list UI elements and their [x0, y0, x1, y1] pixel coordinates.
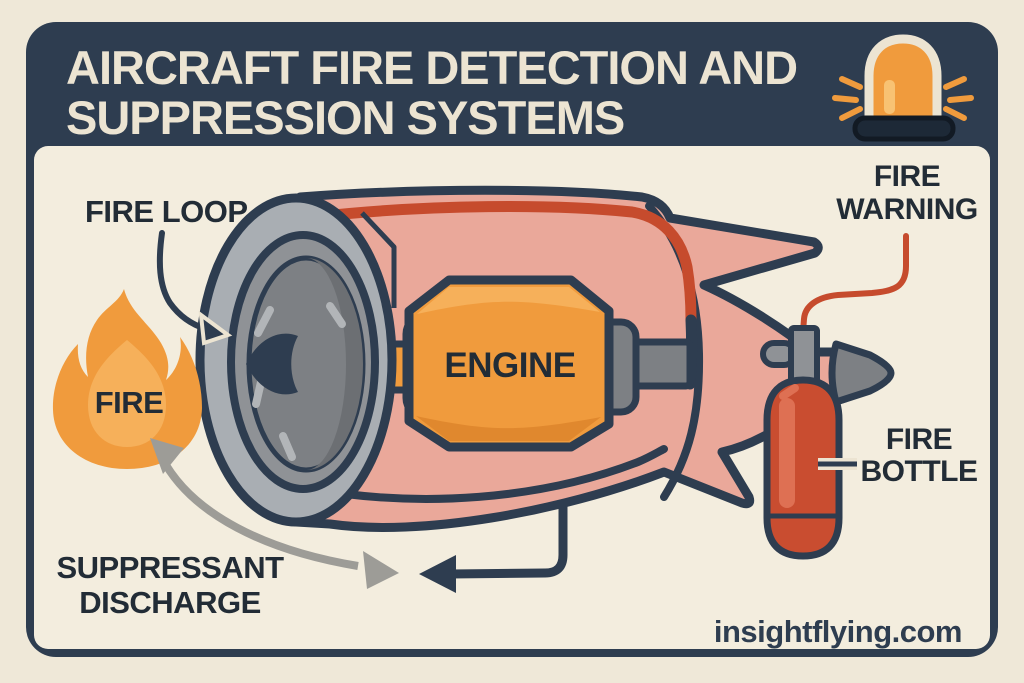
- intake-fan: [195, 193, 397, 527]
- suppressant-spread-arrow: [150, 438, 399, 589]
- suppressant-arrowhead-lower: [363, 551, 399, 589]
- fire-bottle-icon: [760, 325, 843, 560]
- siren-ray: [947, 95, 974, 103]
- fan-blade-streak: [326, 302, 346, 328]
- suppressant-discharge-callout: SUPPRESSANT DISCHARGE: [56, 550, 284, 620]
- fire-warning-wire: [800, 233, 909, 335]
- fan-blade-streak: [279, 432, 296, 461]
- lower-cowl-panel-line: [308, 445, 668, 503]
- bottle-highlight: [779, 398, 795, 508]
- fire-loop-arrowhead: [198, 310, 233, 346]
- engine-core-shadow: [416, 416, 601, 441]
- fan-blade-streak: [254, 306, 274, 337]
- fire-loop-sensor-wire: [360, 211, 397, 308]
- suppressant-arrowhead-upper: [150, 438, 184, 474]
- siren-dome: [864, 34, 942, 126]
- siren-rays: [832, 76, 974, 121]
- siren-ray: [839, 106, 863, 121]
- siren-ray: [832, 95, 859, 103]
- discharge-pipe-arrow: [419, 503, 568, 593]
- fire-bottle-label-line-1: FIRE: [886, 423, 952, 456]
- header: AIRCRAFT FIRE DETECTION AND SUPPRESSION …: [66, 34, 974, 144]
- exhaust-cone: [828, 340, 895, 406]
- fan-blade-streak: [252, 378, 265, 408]
- fire-warning-label-line-1: FIRE: [874, 160, 940, 193]
- discharge-arrowhead: [419, 555, 456, 593]
- spinner-cone: [246, 333, 298, 395]
- flame-inner: [88, 340, 166, 447]
- fire-loop-stripe: [308, 201, 697, 326]
- flame-icon: FIRE: [52, 289, 203, 469]
- bottle-valve: [788, 325, 820, 387]
- fire-bottle-callout: FIRE BOTTLE: [818, 423, 978, 488]
- bottle-gloss: [779, 384, 799, 400]
- suppressant-label-line-1: SUPPRESSANT: [56, 550, 284, 585]
- suppressant-arrow-curve: [158, 456, 359, 570]
- fire-bottle-label-line-2: BOTTLE: [861, 455, 978, 488]
- website-text: insightflying.com: [714, 614, 962, 649]
- page-title-line-1: AIRCRAFT FIRE DETECTION AND: [66, 41, 797, 94]
- fire-warning-label-line-2: WARNING: [836, 193, 978, 226]
- siren-dome-highlight: [884, 80, 895, 114]
- suppressant-label-line-2: DISCHARGE: [79, 585, 261, 620]
- siren-ray: [943, 76, 967, 90]
- siren-base: [852, 115, 956, 142]
- engine-core: [404, 275, 614, 452]
- siren-ray: [839, 76, 863, 90]
- engine-label: ENGINE: [444, 346, 575, 385]
- page-title-line-2: SUPPRESSION SYSTEMS: [66, 91, 624, 144]
- fire-loop-arrow-line: [156, 230, 209, 332]
- engine-core-highlight: [417, 287, 600, 314]
- siren-ray: [943, 106, 967, 121]
- fan-disc-shadow: [306, 258, 363, 470]
- fire-loop-label: FIRE LOOP: [85, 194, 248, 229]
- discharge-pipe: [449, 503, 568, 579]
- fire-label: FIRE: [95, 385, 164, 420]
- fire-loop-callout: FIRE LOOP: [85, 194, 248, 346]
- siren-beacon-icon: [832, 34, 974, 142]
- fire-warning-callout: FIRE WARNING: [836, 160, 978, 226]
- fan-blade-streaks: [252, 302, 346, 461]
